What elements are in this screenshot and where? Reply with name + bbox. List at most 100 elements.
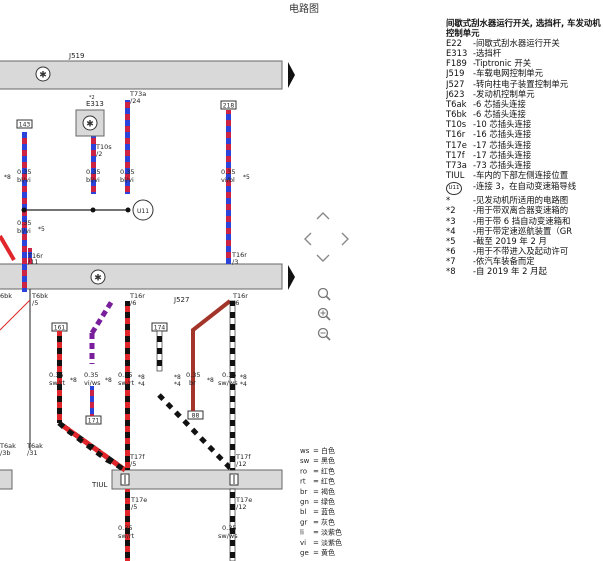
label-t16r-l: T16r [27, 252, 43, 260]
legend-item-code: T6ak [446, 98, 467, 109]
label-w2-size: 0.35 [86, 168, 100, 176]
color-key-br: br=褐色 [300, 487, 335, 496]
label-t16r-m2-pin: /6 [233, 299, 239, 307]
component-e313: ✱ [75, 109, 105, 137]
mark-s4c: *4 [240, 381, 247, 388]
legend-note-code: *4 [446, 225, 456, 236]
color-key-rt: rt=红色 [300, 477, 335, 486]
label-t73a-pin: /24 [130, 97, 140, 105]
pan-right-icon[interactable] [341, 232, 349, 246]
color-key-name: 白色 [321, 446, 335, 455]
label-w11-col: sw/rt [118, 532, 135, 540]
label-w5-size: 0.35 [17, 219, 31, 227]
unit-j527 [0, 263, 283, 290]
nav-pad[interactable] [304, 212, 349, 262]
color-key-name: 绿色 [321, 497, 335, 506]
legend-item-code: TIUL [446, 170, 465, 181]
color-key-name: 黄色 [321, 548, 335, 557]
legend-note-desc: -用于带 6 挡自动变速箱和 [473, 215, 571, 226]
mark-s8g: *8 [240, 374, 247, 381]
legend-note-code: *3 [446, 215, 456, 226]
label-w8-col: sw/rt [118, 379, 135, 387]
color-key-bl: bl=蓝色 [300, 507, 335, 516]
label-w1-size: 0.35 [17, 168, 31, 176]
label-t6ak-left: T6ak [0, 442, 16, 450]
ground-symbol-j519: ✱ [35, 66, 51, 82]
legend-item-code: F189 [446, 58, 467, 69]
junction-dot-3 [125, 207, 131, 213]
mark-s8e: *8 [174, 374, 181, 381]
legend-item-e22: E22-间歇式刮水器运行开关 [446, 38, 604, 48]
junction-dot-1 [21, 207, 27, 213]
label-t6ak-left-pin: /3b [0, 449, 10, 457]
color-key-abbr: bl [300, 508, 306, 516]
zoom-fit-icon[interactable] [317, 287, 331, 301]
label-t6bk-pin: /5 [32, 299, 38, 307]
legend-item-desc: -17 芯插头连接 [473, 149, 532, 160]
legend-note-7: *8-自 2019 年 2 月起 [446, 266, 604, 276]
color-key-name: 红色 [321, 477, 335, 486]
legend-item-e313: E313-选挡杆 [446, 48, 604, 58]
legend-note-desc: -依汽车装备而定 [473, 256, 535, 267]
wire-br [191, 299, 232, 411]
legend-item-desc: -车载电网控制单元 [473, 68, 544, 79]
label-t16r-l-pin: /11 [28, 258, 38, 266]
legend-note-6: *7-依汽车装备而定 [446, 256, 604, 266]
label-tiul: TIUL [91, 481, 107, 489]
wire-t17e-l [125, 489, 130, 561]
wire-ref171 [90, 386, 94, 416]
label-t16r-r-pin: /3 [232, 258, 238, 266]
label-t16r-m1-pin: /6 [130, 299, 136, 307]
svg-text:✱: ✱ [39, 71, 47, 81]
mark-s8b: *8 [70, 377, 77, 384]
label-w4-size: 0.35 [221, 168, 235, 176]
label-e313: E313 [86, 100, 104, 108]
legend-item-f189: F189-Tiptronic 开关 [446, 58, 604, 68]
wire-t16r-m1 [125, 301, 130, 470]
legend-connection-u11: U11 -连接 3，在自动变速箱导线 [446, 181, 604, 196]
svg-text:143: 143 [19, 122, 31, 129]
pan-up-icon[interactable] [316, 212, 330, 220]
legend-note-code: *6 [446, 245, 456, 256]
label-t17f-r-pin: /12 [236, 460, 246, 468]
unit-tiul [111, 469, 283, 490]
legend-item-desc: -车内的下部左侧连接位置 [473, 170, 569, 181]
legend-item-desc: -选挡杆 [473, 48, 502, 59]
color-key: ws=白色sw=黑色ro=红色rt=红色br=褐色gn=绿色bl=蓝色gr=灰色… [300, 446, 342, 557]
color-key-abbr: vi [300, 539, 306, 547]
color-key-name: 蓝色 [321, 507, 335, 516]
label-t16r-m2: T16r [232, 292, 248, 300]
color-key-abbr: br [300, 488, 307, 496]
pan-down-icon[interactable] [316, 254, 330, 262]
color-key-abbr: gn [300, 498, 309, 506]
legend-note-desc: -用于带定速巡航装置（GR [473, 225, 573, 236]
zoom-in-icon[interactable] [317, 307, 331, 321]
color-key-abbr: gr [300, 518, 307, 526]
label-j527: J527 [173, 296, 189, 304]
label-t10s-pin: /2 [96, 150, 102, 158]
svg-text:171: 171 [88, 418, 100, 425]
mark-s4a: *4 [138, 381, 145, 388]
unit-left-bottom [0, 469, 13, 490]
color-key-abbr: li [300, 529, 304, 537]
mark-s8d: *8 [138, 374, 145, 381]
pan-left-icon[interactable] [304, 232, 312, 246]
zoom-out-icon[interactable] [317, 327, 331, 341]
tiul-terminal-left [120, 473, 130, 486]
legend-note-code: *5 [446, 235, 456, 246]
label-w4-col: vi/bl [221, 176, 235, 184]
legend-item-code: J527 [446, 78, 465, 89]
color-key-li: li=淡紫色 [300, 528, 342, 537]
tiul-terminal-right [229, 473, 239, 486]
title-bar: 电路图 [0, 0, 604, 16]
wire-ref161 [57, 331, 62, 423]
label-w10-col: sw/ws [218, 379, 238, 387]
legend-note-3: *4 -用于带定速巡航装置（GR [446, 226, 604, 236]
label-w2-col: bl/vi [86, 176, 100, 184]
legend-item-t16r: T16r-16 芯插头连接 [446, 129, 604, 139]
ref-218: 218 [220, 100, 237, 110]
page-arrow-mid [288, 265, 295, 290]
junction-dot-2 [90, 207, 96, 213]
u11-symbol-text: U11 [446, 182, 462, 196]
